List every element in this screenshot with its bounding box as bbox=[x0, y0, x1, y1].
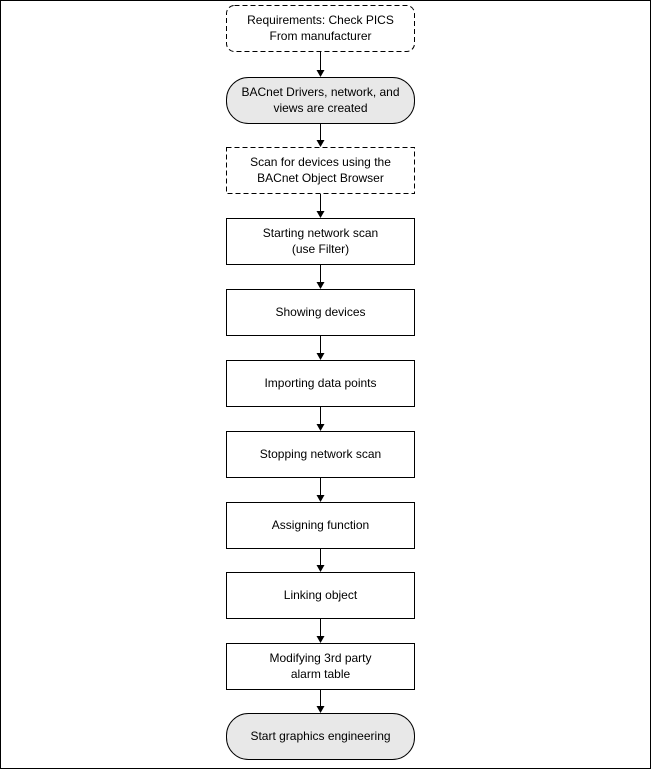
arrow-8-head bbox=[316, 565, 325, 572]
step-4-box bbox=[226, 218, 415, 265]
arrow-2-head bbox=[316, 140, 325, 147]
step-11-label-line-1: Start graphics engineering bbox=[250, 729, 390, 743]
step-9-box bbox=[226, 572, 415, 619]
step-9-label-line-1: Linking object bbox=[284, 588, 358, 602]
step-2-label-line-2: views are created bbox=[273, 101, 367, 115]
arrow-1-head bbox=[316, 70, 325, 77]
step-10-label-line-2: alarm table bbox=[291, 667, 351, 681]
arrow-7-head bbox=[316, 495, 325, 502]
step-11-box bbox=[226, 713, 415, 760]
step-1-box bbox=[226, 5, 415, 52]
step-10-box bbox=[226, 643, 415, 690]
step-6-label-line-1: Importing data points bbox=[264, 376, 376, 390]
arrow-6-head bbox=[316, 424, 325, 431]
arrow-9-head bbox=[316, 636, 325, 643]
step-8-box bbox=[226, 502, 415, 549]
step-1-label-line-2: From manufacturer bbox=[269, 29, 371, 43]
step-1-label-line-1: Requirements: Check PICS bbox=[247, 13, 394, 27]
step-5-label-line-1: Showing devices bbox=[275, 305, 365, 319]
step-7-label-line-1: Stopping network scan bbox=[260, 447, 381, 461]
arrow-4-head bbox=[316, 282, 325, 289]
step-4-label-line-1: Starting network scan bbox=[263, 226, 378, 240]
step-3-box bbox=[226, 147, 415, 194]
step-6-box bbox=[226, 360, 415, 407]
step-3-label-line-1: Scan for devices using the bbox=[250, 155, 391, 169]
step-4-label-line-2: (use Filter) bbox=[292, 242, 349, 256]
arrow-10-head bbox=[316, 706, 325, 713]
step-2-label-line-1: BACnet Drivers, network, and bbox=[241, 85, 399, 99]
step-5-box bbox=[226, 289, 415, 336]
arrow-3-head bbox=[316, 211, 325, 218]
step-3-label-line-2: BACnet Object Browser bbox=[257, 171, 384, 185]
arrow-5-head bbox=[316, 353, 325, 360]
step-10-label-line-1: Modifying 3rd party bbox=[269, 651, 371, 665]
step-8-label-line-1: Assigning function bbox=[272, 518, 369, 532]
step-7-box bbox=[226, 431, 415, 478]
step-2-box bbox=[226, 77, 415, 124]
